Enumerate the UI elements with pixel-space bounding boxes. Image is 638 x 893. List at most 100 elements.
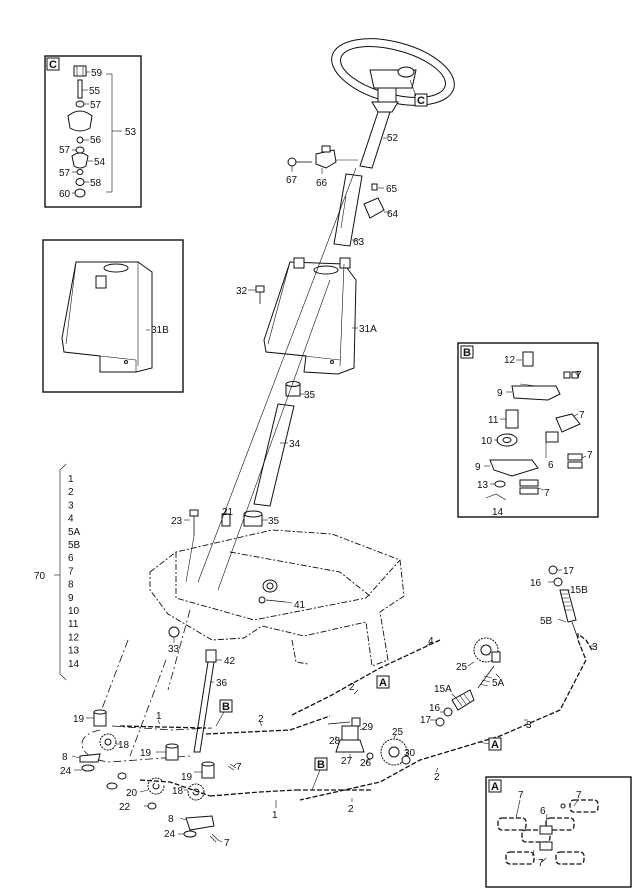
label-11: 11: [488, 415, 499, 426]
label-16: 16: [429, 703, 441, 714]
label-4: 4: [428, 636, 434, 647]
label-2: 2: [258, 714, 264, 725]
label-1: 1: [272, 810, 278, 821]
label-29: 29: [362, 722, 374, 733]
callout-b-box-upper: [219, 699, 233, 713]
kit-list-item: 12: [68, 632, 80, 643]
label-70: 70: [34, 571, 46, 582]
label-10: 10: [481, 436, 493, 447]
label-19: 19: [73, 714, 85, 725]
callout-a-letter: A: [379, 677, 387, 689]
kit-list-item: 9: [68, 593, 74, 604]
label-34: 34: [289, 439, 301, 450]
bolt-41: [258, 596, 287, 604]
label-53: 53: [125, 127, 137, 138]
sprocket-18-upper: [99, 733, 117, 751]
label-36: 36: [216, 678, 228, 689]
label-7: 7: [518, 790, 524, 801]
label-9: 9: [475, 462, 481, 473]
bushing-19-middle: [165, 743, 179, 761]
label-57: 57: [59, 145, 71, 156]
label-3: 3: [526, 720, 532, 731]
dash-panel-31a: [263, 257, 357, 375]
callout-b-box-lower: [314, 757, 328, 771]
label-25: 25: [456, 662, 468, 673]
label-42: 42: [224, 656, 236, 667]
bolt-5a: [477, 665, 495, 689]
label-27: 27: [341, 756, 353, 767]
detail-c-letter: C: [49, 59, 57, 71]
kit-list-item: 4: [68, 514, 74, 525]
label-8: 8: [62, 752, 68, 763]
nut-17: [435, 717, 445, 727]
label-6: 6: [548, 460, 554, 471]
chain-1-lower: [209, 789, 297, 797]
kit-list-item: 7: [68, 566, 74, 577]
label-2: 2: [348, 804, 354, 815]
callout-b-letter-lower: B: [317, 759, 325, 771]
label-7: 7: [236, 762, 242, 773]
sprocket-25-upper: [473, 637, 501, 663]
kit-list-item: 1: [68, 474, 74, 485]
kit-list-item: 13: [68, 646, 80, 657]
pin-7-middle: [227, 763, 237, 771]
kit-list-item: 5A: [68, 527, 81, 538]
kit-list-item: 10: [68, 606, 80, 617]
callout-c-letter: C: [417, 95, 425, 107]
label-7: 7: [576, 790, 582, 801]
kit-list-item: 6: [68, 553, 74, 564]
washer-26: [366, 752, 374, 760]
chain-1-upper: [119, 725, 207, 729]
label-22: 22: [119, 802, 131, 813]
washer-24-upper: [81, 764, 95, 772]
washer-16: [443, 707, 453, 717]
pin-7-lower: [209, 833, 219, 843]
link-8-lower: [185, 815, 215, 831]
clamp-66: [315, 145, 337, 169]
sprocket-25-lower: [380, 738, 408, 766]
label-35: 35: [268, 516, 280, 527]
label-24: 24: [60, 766, 72, 777]
label-7: 7: [579, 410, 585, 421]
label-33: 33: [168, 644, 180, 655]
bolt-23: [189, 509, 199, 536]
label-18: 18: [172, 786, 184, 797]
label-32: 32: [236, 286, 248, 297]
detail-c-panel: C 5: [44, 55, 142, 208]
kit-list-item: 2: [68, 487, 74, 498]
screw-65: [371, 183, 378, 191]
chain-lower-short: [139, 779, 211, 797]
label-15b: 15B: [570, 585, 588, 596]
dashed-link-lines: [81, 609, 213, 763]
label-59: 59: [91, 68, 103, 79]
bushing-35-upper: [285, 381, 301, 397]
label-31b: 31B: [151, 325, 169, 336]
label-58: 58: [90, 178, 102, 189]
steering-wheel: [331, 38, 455, 113]
label-64: 64: [387, 209, 399, 220]
chain-2-middle: [205, 715, 331, 735]
label-17: 17: [420, 715, 432, 726]
label-21: 21: [222, 507, 234, 518]
callout-a-letter-lower: A: [491, 739, 499, 751]
washer-24-lower: [183, 830, 197, 838]
detail-31b-panel: 31B: [42, 239, 184, 393]
label-2: 2: [349, 682, 355, 693]
label-12: 12: [504, 355, 516, 366]
label-7: 7: [576, 370, 582, 381]
label-3: 3: [592, 642, 598, 653]
chain-3: [299, 632, 593, 801]
shaft-63: [333, 173, 363, 247]
kit-bracket: [54, 463, 67, 681]
label-19: 19: [181, 772, 193, 783]
kit-list-item: 8: [68, 580, 74, 591]
detail-a-chain-links: [497, 799, 599, 865]
label-54: 54: [94, 157, 106, 168]
label-52: 52: [387, 133, 399, 144]
label-26: 26: [360, 758, 372, 769]
label-24: 24: [164, 829, 176, 840]
label-13: 13: [477, 480, 489, 491]
detail-b-letter: B: [463, 347, 471, 359]
steering-shaft-52: [359, 111, 391, 169]
